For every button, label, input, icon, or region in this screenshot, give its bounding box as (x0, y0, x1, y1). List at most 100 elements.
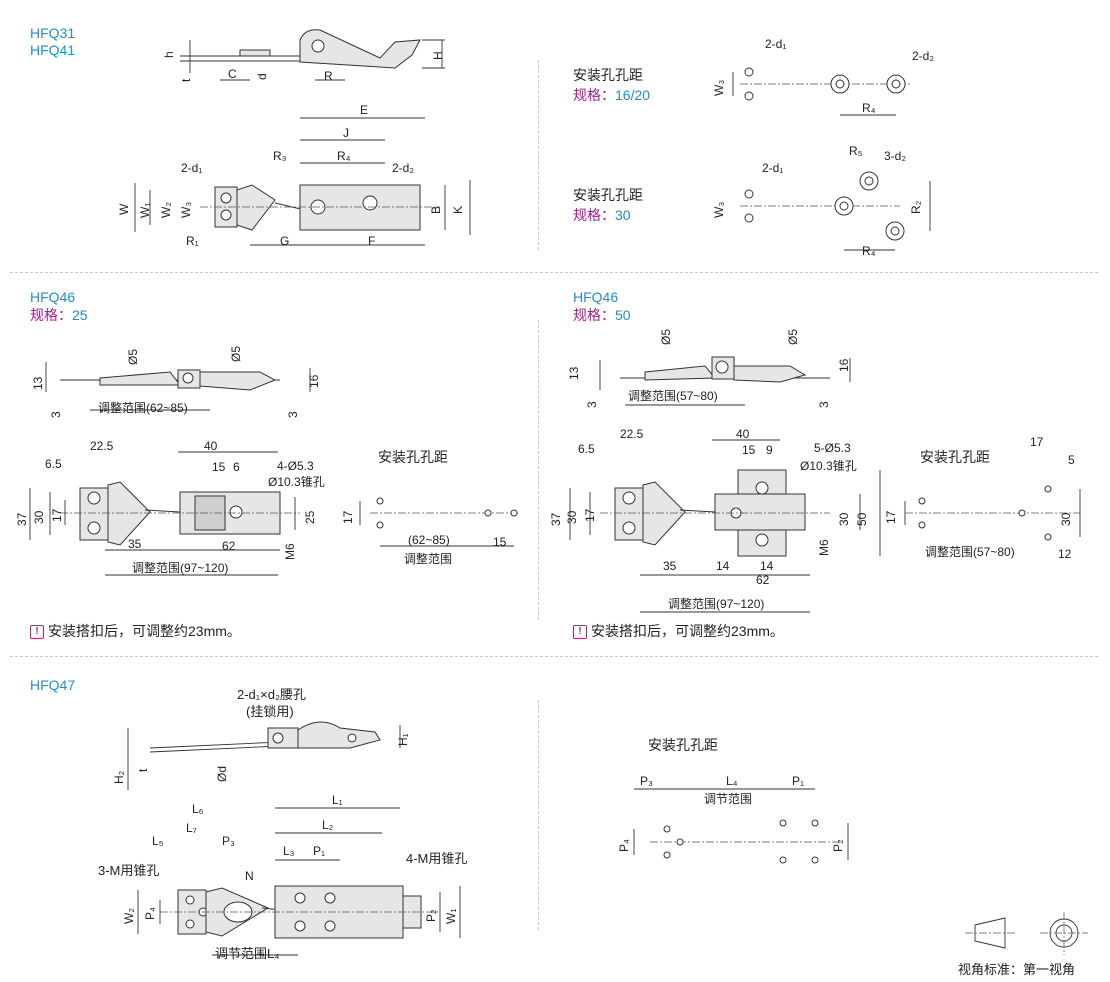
h50-p30: 30 (1059, 512, 1073, 526)
pitch-50-view (904, 485, 1081, 541)
h47-H1: H₁ (396, 733, 410, 746)
dim-t: t (179, 78, 193, 82)
h47-L5: L₅ (152, 834, 164, 848)
p30-R4: R₄ (862, 244, 876, 258)
dim-E: E (360, 103, 369, 117)
dim-W3: W₃ (179, 201, 193, 218)
h47-m4: 4-M用锥孔 (406, 851, 468, 866)
h25-13: 13 (31, 376, 45, 390)
hfq47-top-view (137, 807, 461, 956)
h47-W1: W₁ (444, 908, 458, 924)
h47-pP4: P₄ (617, 839, 631, 852)
h25-cs: Ø10.3锥孔 (268, 475, 325, 489)
dim-R: R (324, 69, 333, 83)
separator-row-2 (10, 656, 1098, 657)
h47-phid: Ød (215, 765, 229, 782)
dim-J: J (343, 126, 349, 140)
hfq47-side-view (127, 721, 401, 790)
h25-6: 6 (233, 460, 240, 474)
p1620-2d2: 2-d₂ (912, 49, 935, 63)
h50-p12: 12 (1058, 547, 1072, 561)
spec-hfq46-25: 规格：25 (30, 307, 88, 323)
h25-padj: 调整范围 (404, 552, 453, 566)
h50-note: !安装搭扣后，可调整约23mm。 (573, 624, 784, 639)
pitch-30-title: 安装孔孔距 (573, 187, 643, 203)
h47-adj: 调节范围L₄ (215, 946, 280, 961)
model-hfq41: HFQ41 (30, 42, 76, 58)
h50-p17b: 17 (1030, 435, 1044, 449)
h25-adj-top: 调整范围(62~85) (98, 401, 188, 415)
model-hfq47: HFQ47 (30, 677, 76, 693)
h47-pP3: P₃ (640, 774, 653, 788)
h25-p17: 17 (341, 510, 355, 524)
h50-9: 9 (766, 443, 773, 457)
h50-22-5: 22.5 (620, 427, 644, 441)
h47-slot: 2-d₁×d₂腰孔 (237, 687, 307, 702)
h25-22-5: 22.5 (90, 439, 114, 453)
h47-P3: P₃ (222, 834, 235, 848)
dim-R3: R₃ (273, 149, 287, 163)
dim-G: G (280, 234, 290, 248)
dim-d: d (255, 73, 269, 80)
h25-phi5a: Ø5 (126, 348, 140, 365)
h50-adj-top: 调整范围(57~80) (628, 389, 718, 403)
separator-row-1 (10, 272, 1098, 273)
model-hfq46-25: HFQ46 (30, 289, 76, 305)
p30-W3: W₃ (712, 201, 726, 218)
h47-W2: W₂ (122, 908, 136, 924)
p30-R2: R₂ (909, 200, 923, 214)
pitch-16-20-spec: 规格：16/20 (573, 87, 651, 103)
h25-35: 35 (128, 537, 142, 551)
h25-pitch-title: 安装孔孔距 (378, 449, 448, 465)
warning-icon: ! (30, 624, 44, 639)
h50-p17: 17 (884, 510, 898, 524)
h47-L2: L₂ (322, 818, 334, 832)
h25-p6285: (62~85) (408, 533, 450, 547)
h50-m6: M6 (817, 539, 831, 556)
h50-37: 37 (549, 512, 563, 526)
h50-50: 50 (855, 512, 869, 526)
h50-padj: 调整范围(57~80) (925, 545, 1015, 559)
separator-col-3 (538, 700, 539, 930)
p1620-2d1: 2-d₁ (765, 37, 787, 51)
h25-16: 16 (307, 374, 321, 388)
h50-pitch-title: 安装孔孔距 (920, 449, 990, 465)
h25-15: 15 (212, 460, 226, 474)
h25-17: 17 (50, 508, 64, 522)
h47-m3: 3-M用锥孔 (98, 863, 160, 878)
h25-40: 40 (204, 439, 218, 453)
dim-W1: W₁ (138, 202, 152, 218)
dim-W2: W₂ (159, 202, 173, 218)
h25-p15: 15 (493, 535, 507, 549)
hfq31-top-view (134, 117, 471, 246)
h47-P2: P₂ (424, 909, 438, 922)
h25-holes: 4-Ø5.3 (277, 459, 314, 473)
h50-phi5b: Ø5 (786, 328, 800, 345)
h50-16: 16 (837, 358, 851, 372)
h50-3b: 3 (817, 401, 831, 408)
dim-K: K (451, 205, 465, 214)
pitch-16-20-view (732, 67, 910, 116)
hfq46-50-top-view (569, 439, 881, 613)
h50-13: 13 (567, 366, 581, 380)
h47-padj: 调节范围 (704, 792, 753, 806)
dim-W: W (117, 203, 131, 215)
h47-P1: P₁ (313, 844, 326, 858)
pitch-16-20-title: 安装孔孔距 (573, 67, 643, 83)
h25-note: !安装搭扣后，可调整约23mm。 (30, 624, 241, 639)
h50-30: 30 (565, 510, 579, 524)
dim-H: H (431, 51, 445, 60)
dim-h: h (162, 51, 176, 58)
h25-m6: M6 (283, 543, 297, 560)
hfq46-50-side-view (599, 356, 851, 406)
separator-col-1 (538, 60, 539, 250)
hfq31-side-view (180, 29, 445, 81)
dim-F: F (368, 234, 376, 248)
h47-H2: H₂ (112, 770, 126, 784)
h25-62: 62 (222, 539, 236, 553)
h50-35: 35 (663, 559, 677, 573)
pitch-25-view (359, 497, 520, 547)
h50-15: 15 (742, 443, 756, 457)
p30-2d1: 2-d₁ (762, 161, 784, 175)
